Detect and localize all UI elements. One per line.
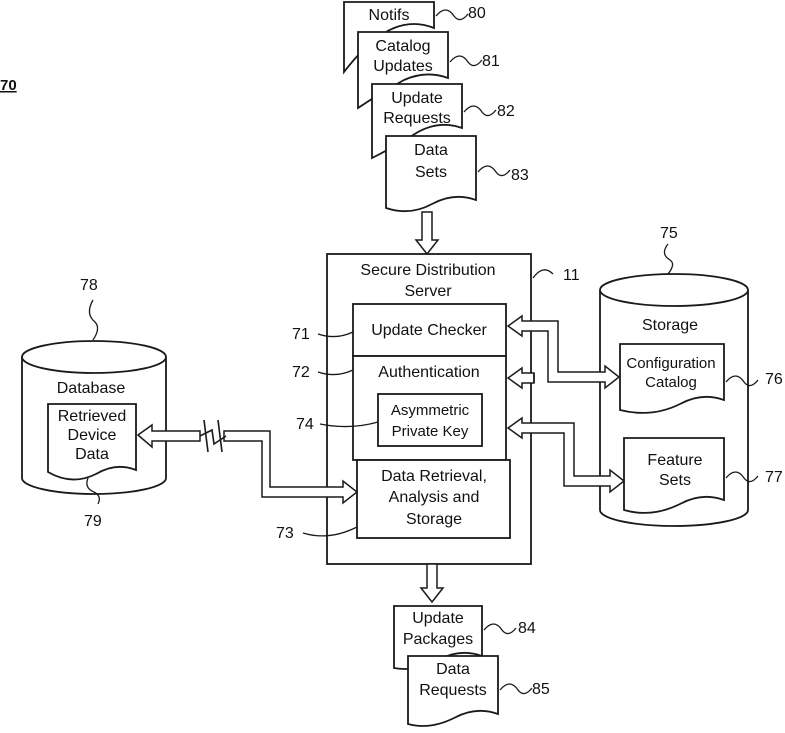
doc-catalog-updates-line1: Catalog — [375, 38, 430, 55]
config-catalog-line1: Configuration — [626, 355, 715, 372]
ref-79: 79 — [84, 513, 102, 530]
ref-72: 72 — [292, 364, 310, 381]
doc-notifs-label: Notifs — [369, 7, 410, 24]
leader-75 — [664, 244, 672, 274]
update-checker-module: Update Checker — [353, 304, 506, 356]
server-title-line2: Server — [404, 283, 452, 300]
update-packages-line2: Packages — [403, 631, 473, 648]
ref-73: 73 — [276, 525, 294, 542]
private-key-module: Asymmetric Private Key — [378, 394, 482, 446]
doc-update-requests-line1: Update — [391, 90, 443, 107]
doc-data-sets: Data Sets — [386, 136, 476, 211]
update-checker-label: Update Checker — [371, 322, 487, 339]
doc-update-requests-line2: Requests — [383, 110, 451, 127]
ref-77: 77 — [765, 469, 783, 486]
config-catalog-line2: Catalog — [645, 374, 697, 391]
doc-catalog-updates-line2: Updates — [373, 58, 433, 75]
ref-85: 85 — [532, 681, 550, 698]
authentication-label: Authentication — [378, 364, 479, 381]
retrieved-device-data-line3: Data — [75, 446, 109, 463]
ref-80: 80 — [468, 5, 486, 22]
leader-83 — [478, 166, 510, 176]
leader-78 — [89, 300, 97, 340]
leader-81 — [450, 56, 482, 66]
ref-82: 82 — [497, 103, 515, 120]
doc-data-sets-line2: Sets — [415, 164, 447, 181]
ref-83: 83 — [511, 167, 529, 184]
ref-76: 76 — [765, 371, 783, 388]
data-retrieval-line1: Data Retrieval, — [381, 468, 487, 485]
doc-data-sets-line1: Data — [414, 142, 448, 159]
storage-label: Storage — [642, 317, 698, 334]
data-requests-line1: Data — [436, 661, 470, 678]
feature-sets-line1: Feature — [647, 452, 702, 469]
arrow-server-to-output — [421, 564, 443, 602]
doc-data-requests: Data Requests — [408, 656, 498, 726]
arrow-input-to-server — [416, 212, 438, 254]
retrieved-device-data-line2: Device — [68, 427, 117, 444]
ref-81: 81 — [482, 53, 500, 70]
leader-80 — [436, 10, 468, 20]
data-retrieval-line2: Analysis and — [389, 489, 480, 506]
leader-82 — [464, 106, 496, 116]
ref-71: 71 — [292, 326, 310, 343]
ref-78: 78 — [80, 277, 98, 294]
feature-sets-line2: Sets — [659, 472, 691, 489]
update-packages-line1: Update — [412, 610, 464, 627]
private-key-line1: Asymmetric — [391, 402, 470, 419]
data-requests-line2: Requests — [419, 682, 487, 699]
private-key-line2: Private Key — [392, 423, 469, 440]
leader-85 — [500, 684, 532, 694]
retrieved-device-data-line1: Retrieved — [58, 408, 126, 425]
ref-11: 11 — [563, 267, 580, 284]
data-retrieval-module: Data Retrieval, Analysis and Storage — [357, 460, 510, 538]
figure-ref: 70 — [0, 77, 17, 94]
leader-11 — [533, 270, 553, 278]
ref-74: 74 — [296, 416, 314, 433]
ref-84: 84 — [518, 620, 536, 637]
leader-84 — [484, 624, 516, 634]
data-retrieval-line3: Storage — [406, 511, 462, 528]
server-title-line1: Secure Distribution — [360, 262, 495, 279]
arrow-database-link — [138, 420, 357, 503]
database-label: Database — [57, 380, 126, 397]
ref-75: 75 — [660, 225, 678, 242]
